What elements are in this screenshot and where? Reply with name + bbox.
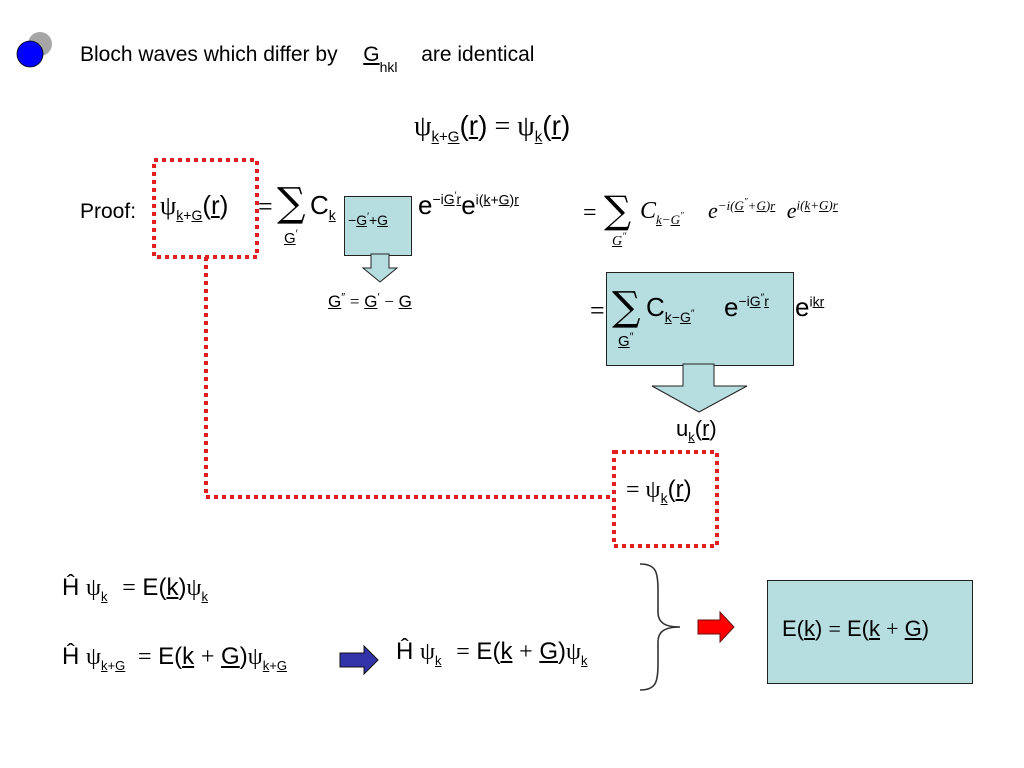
- heading-text-before: Bloch waves which differ by: [80, 43, 338, 66]
- exponent-term-1: e−iG′rei(k+G)r: [418, 190, 519, 220]
- exponent-term-3: e−iG″r: [724, 292, 769, 322]
- schrodinger-equation-k: Ĥ ψk = E(k)ψk: [62, 574, 208, 604]
- sum-symbol-2: ∑: [604, 188, 632, 232]
- result-box: [767, 580, 973, 684]
- coefficient-c-2: Ck−G″: [640, 198, 684, 227]
- right-curly-brace-icon: [639, 563, 681, 691]
- heading-text-after: are identical: [421, 43, 535, 66]
- sum-index-2: G″: [612, 231, 627, 249]
- sum-symbol-1: ∑: [277, 180, 306, 226]
- equals-sign-1: =: [258, 192, 273, 221]
- sum-symbol-3: ∑: [612, 284, 641, 330]
- coefficient-c-3: Ck−G″: [646, 292, 695, 326]
- blue-right-arrow-icon: [339, 644, 379, 676]
- equals-sign-2: =: [583, 200, 597, 226]
- heading-g-hkl: Ghkl: [363, 43, 398, 76]
- red-right-arrow-icon: [697, 610, 735, 644]
- substitution-equation: G″ = G′ − G: [328, 291, 412, 311]
- schrodinger-equation-k-plus-g: Ĥ ψk+G = E(k + G)ψk+G: [62, 643, 287, 673]
- exponent-term-2: e−i(G″+G)r ei(k+G)r: [708, 196, 838, 223]
- coefficient-c: Ck: [310, 190, 336, 224]
- slide-heading: Bloch waves which differ by Ghkl are ide…: [80, 43, 535, 76]
- proof-label: Proof:: [80, 200, 137, 223]
- periodic-part-box: [606, 272, 794, 366]
- down-arrow-icon: [361, 253, 399, 283]
- equation-periodicity: ψk+G(r) = ψk(r): [414, 110, 571, 146]
- sum-index-1: G′: [284, 228, 298, 248]
- bullet-circle-icon: [16, 32, 52, 68]
- down-arrow-icon: [651, 363, 748, 413]
- periodic-function-label: uk(r): [676, 416, 717, 445]
- schrodinger-equation-substituted: Ĥ ψk = E(k + G)ψk: [396, 638, 588, 668]
- proof-rhs: = ψk(r): [626, 476, 692, 506]
- equals-sign-3: =: [590, 296, 605, 325]
- subscript-g-prime-plus-g: −G′+G: [348, 211, 389, 228]
- subscript-highlight-box: [344, 196, 412, 256]
- sum-index-3: G″: [618, 331, 634, 351]
- proof-lhs: ψk+G(r): [160, 190, 229, 224]
- exponent-term-ikr: eikr: [795, 292, 825, 322]
- result-equation: E(k) = E(k + G): [782, 616, 930, 641]
